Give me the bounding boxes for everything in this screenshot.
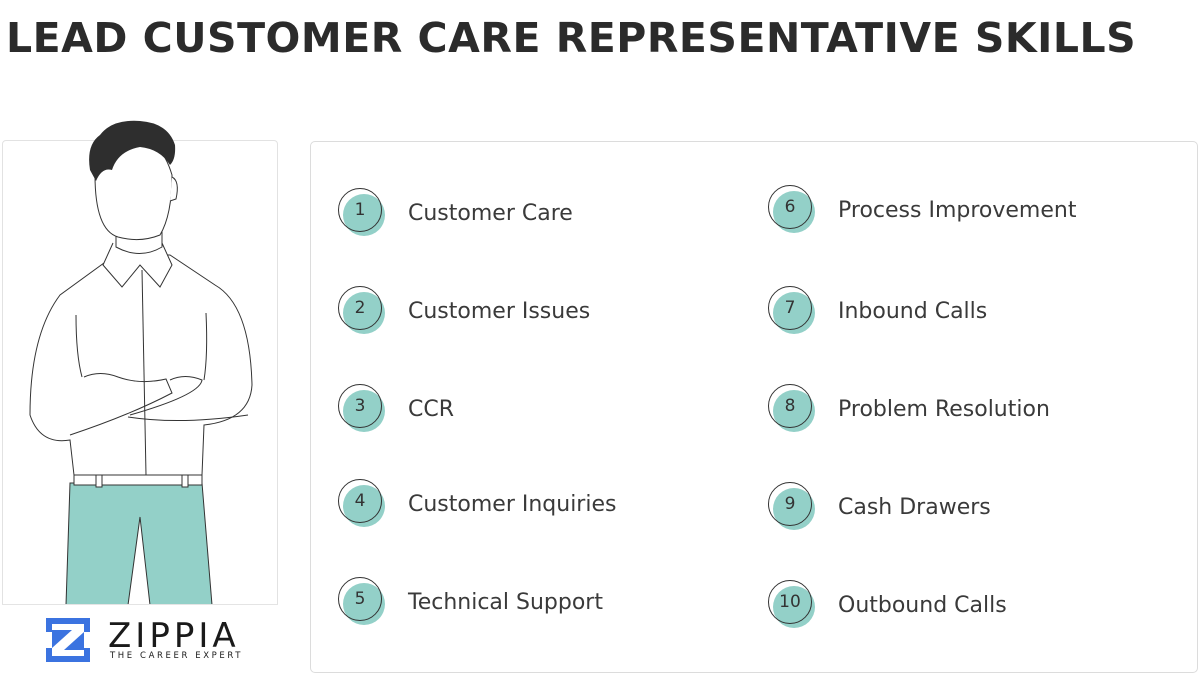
number-badge: 1	[338, 188, 388, 238]
number-badge: 7	[768, 286, 818, 336]
skill-item: 1 Customer Care	[338, 188, 573, 238]
skill-item: 2 Customer Issues	[338, 286, 590, 336]
skill-label: Cash Drawers	[838, 494, 991, 520]
number-badge: 6	[768, 185, 818, 235]
skill-item: 3 CCR	[338, 384, 454, 434]
zippia-logo-icon	[46, 618, 92, 662]
skill-item: 7 Inbound Calls	[768, 286, 987, 336]
skill-label: Process Improvement	[838, 197, 1077, 223]
skill-label: Outbound Calls	[838, 592, 1007, 618]
skill-label: Customer Care	[408, 200, 573, 226]
brand-tagline: THE CAREER EXPERT	[110, 651, 244, 661]
number-badge: 5	[338, 577, 388, 627]
number-badge: 3	[338, 384, 388, 434]
skill-item: 4 Customer Inquiries	[338, 479, 616, 529]
number-badge: 4	[338, 479, 388, 529]
page-title: LEAD CUSTOMER CARE REPRESENTATIVE SKILLS	[6, 14, 1137, 62]
person-illustration	[29, 120, 253, 605]
brand-name: ZIPPIA	[108, 616, 240, 656]
number-badge: 10	[768, 580, 818, 630]
skill-label: Inbound Calls	[838, 298, 988, 324]
skill-item: 9 Cash Drawers	[768, 482, 991, 532]
skill-label: Customer Issues	[408, 298, 591, 324]
number-badge: 2	[338, 286, 388, 336]
skill-label: Customer Inquiries	[408, 491, 617, 517]
skill-label: CCR	[408, 396, 455, 422]
skill-item: 5 Technical Support	[338, 577, 603, 627]
skill-label: Problem Resolution	[838, 396, 1050, 422]
skill-item: 10 Outbound Calls	[768, 580, 1007, 630]
skill-label: Technical Support	[408, 589, 603, 615]
skill-item: 6 Process Improvement	[768, 185, 1076, 235]
number-badge: 8	[768, 384, 818, 434]
number-badge: 9	[768, 482, 818, 532]
skills-card	[310, 141, 1198, 673]
skill-item: 8 Problem Resolution	[768, 384, 1050, 434]
